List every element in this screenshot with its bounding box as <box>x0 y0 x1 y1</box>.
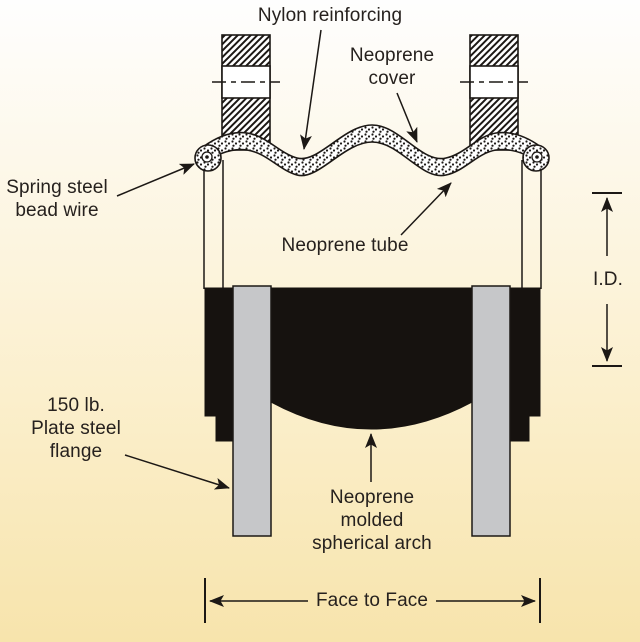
leader-plate-flange <box>124 454 230 490</box>
label-nylon-reinforcing: Nylon reinforcing <box>257 5 403 26</box>
label-spherical-arch: Neoprene molded spherical arch <box>312 487 432 555</box>
leader-nylon-reinforcing <box>300 29 322 150</box>
flange-column-right <box>471 285 511 537</box>
label-neoprene-cover: Neoprene cover <box>349 45 435 90</box>
label-neoprene-tube: Neoprene tube <box>281 235 409 256</box>
leader-bead-wire <box>116 163 195 197</box>
bead-wire-left <box>194 144 222 172</box>
label-spring-steel-bead-wire: Spring steel bead wire <box>6 177 108 222</box>
id-dimension <box>592 192 622 367</box>
leader-neoprene-tube <box>400 182 452 236</box>
tube-side-walls <box>203 160 542 289</box>
label-inner-diameter: I.D. <box>593 269 623 290</box>
bead-wire-right <box>522 144 550 172</box>
leader-neoprene-cover <box>396 92 418 143</box>
face-to-face-dimension <box>204 578 541 623</box>
label-face-to-face: Face to Face <box>315 590 429 611</box>
flange-column-left <box>232 285 272 537</box>
stud-bolt-left <box>212 34 280 151</box>
label-plate-steel-flange: 150 lb. Plate steel flange <box>31 395 121 463</box>
leader-arrows <box>116 29 452 490</box>
